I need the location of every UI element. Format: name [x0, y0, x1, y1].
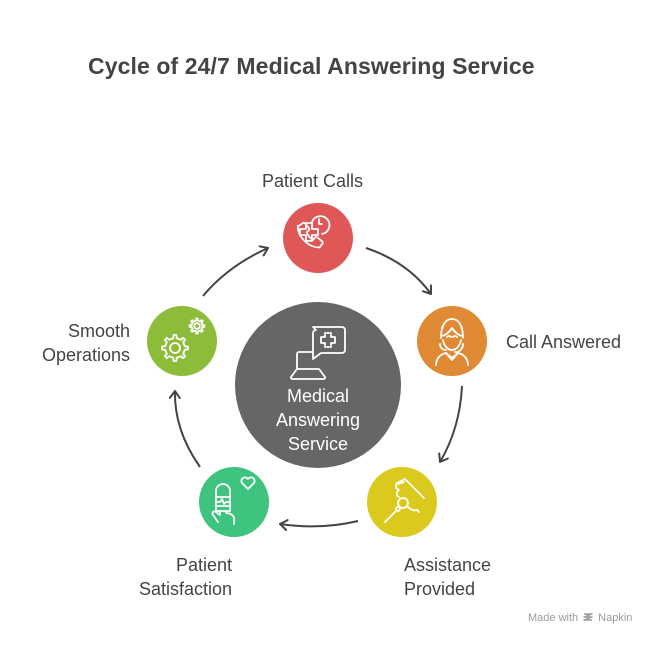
- step-label-patient-satisfaction: Patient Satisfaction: [138, 555, 232, 599]
- napkin-logo-icon: [583, 613, 593, 621]
- step-node-patient-calls: [283, 203, 353, 273]
- watermark[interactable]: Made with Napkin: [528, 612, 632, 624]
- helping-hand-icon: [384, 478, 425, 523]
- step-label-assistance-provided: Assistance Provided: [404, 555, 492, 599]
- arrow-answered-to-assistance: [438, 385, 463, 463]
- step-label-call-answered: Call Answered: [506, 332, 622, 352]
- arrow-calls-to-answered: [365, 247, 432, 295]
- step-label-smooth-operations: Smooth Operations: [41, 321, 130, 365]
- arrow-smooth-to-calls: [202, 245, 269, 297]
- diagram-title: Cycle of 24/7 Medical Answering Service: [88, 53, 535, 79]
- hand-heart-monitor-icon: [211, 476, 256, 525]
- operator-headset-icon: [435, 318, 469, 366]
- gears-icon: [161, 317, 206, 362]
- watermark-prefix: Made with: [528, 612, 579, 624]
- center-label: Medical Answering Service: [275, 386, 361, 454]
- medical-phone-clock-icon: [296, 215, 331, 249]
- arrow-satisfaction-to-smooth: [168, 390, 201, 468]
- step-label-patient-calls: Patient Calls: [262, 171, 364, 191]
- laptop-medical-chat-icon: [290, 326, 346, 380]
- step-node-smooth-operations: [147, 306, 217, 376]
- watermark-brand: Napkin: [598, 612, 633, 624]
- center-node: [235, 302, 401, 468]
- arrow-assistance-to-satisfaction: [279, 519, 359, 531]
- step-node-assistance-provided: [367, 467, 437, 537]
- step-node-call-answered: [417, 306, 487, 376]
- step-node-patient-satisfaction: [199, 467, 269, 537]
